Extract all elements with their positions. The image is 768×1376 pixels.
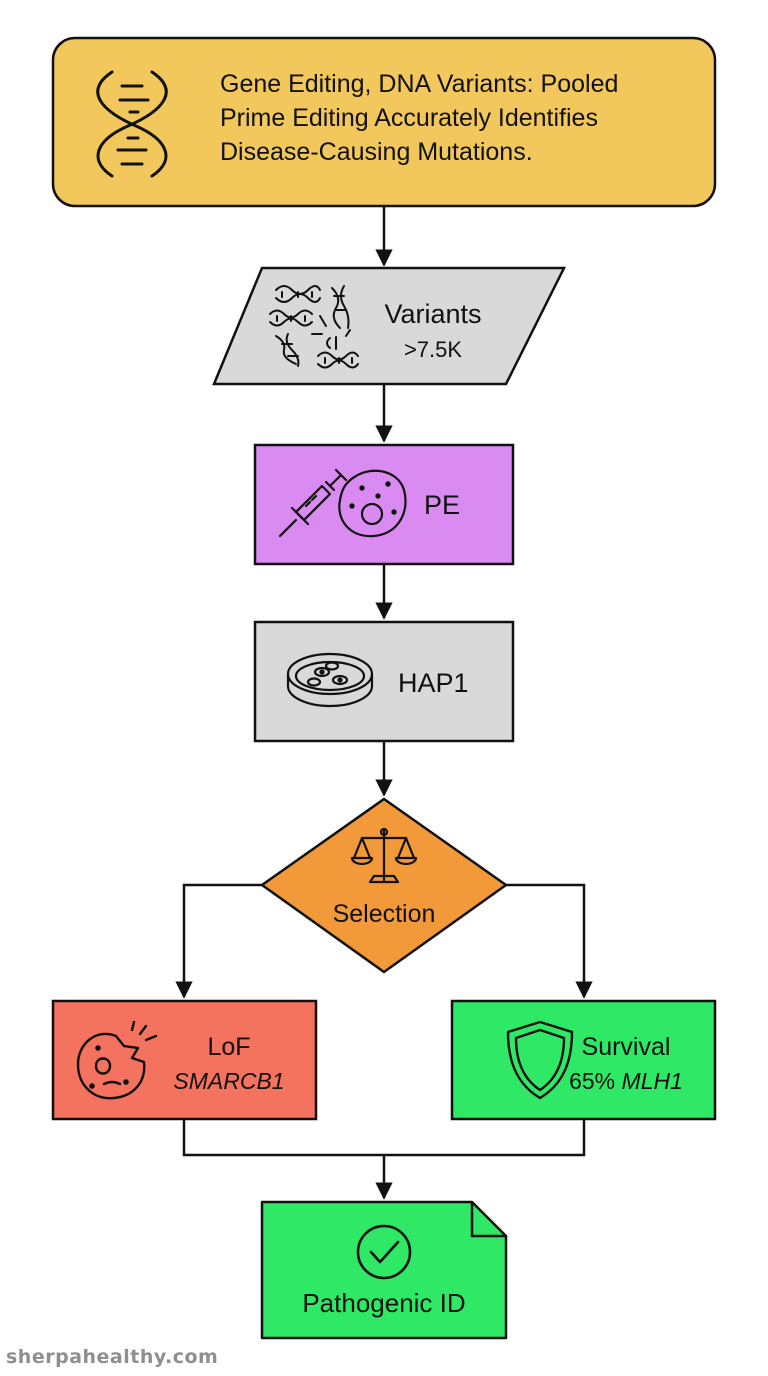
broken-cell-icon bbox=[76, 1020, 158, 1100]
title-node: Gene Editing, DNA Variants: Pooled Prime… bbox=[51, 36, 717, 208]
pe-label: PE bbox=[424, 490, 460, 520]
dna-fragments-icon bbox=[269, 285, 359, 369]
variants-node: Variants >7.5K bbox=[212, 266, 567, 386]
balance-scale-icon bbox=[350, 827, 418, 884]
variants-count: >7.5K bbox=[404, 337, 462, 362]
connectors bbox=[175, 206, 593, 1200]
survival-label: Survival bbox=[582, 1033, 671, 1061]
cell-icon bbox=[338, 469, 407, 538]
survival-percent: 65% bbox=[569, 1068, 615, 1094]
lof-box bbox=[51, 999, 318, 1121]
hap1-box bbox=[253, 620, 515, 743]
merge-line-lof bbox=[182, 1119, 586, 1157]
pathogenic-node: Pathogenic ID bbox=[260, 1200, 508, 1340]
syringe-icon bbox=[278, 468, 348, 538]
shield-icon bbox=[506, 1020, 574, 1100]
survival-node: Survival 65% MLH1 bbox=[450, 999, 717, 1121]
selection-box bbox=[259, 797, 509, 974]
survival-box bbox=[450, 999, 717, 1121]
hap1-label: HAP1 bbox=[398, 668, 469, 698]
lof-gene: SMARCB1 bbox=[173, 1068, 284, 1094]
survival-detail: 65% MLH1 bbox=[569, 1068, 683, 1094]
title-line-1: Gene Editing, DNA Variants: Pooled bbox=[220, 70, 618, 98]
title-line-2: Prime Editing Accurately Identifies bbox=[220, 104, 598, 132]
pe-node: PE bbox=[253, 443, 515, 566]
watermark: sherpahealthy.com bbox=[6, 1346, 219, 1368]
title-box bbox=[51, 36, 717, 208]
selection-node: Selection bbox=[259, 797, 509, 974]
variants-box bbox=[212, 266, 567, 386]
hap1-node: HAP1 bbox=[253, 620, 515, 743]
page-fold bbox=[470, 1202, 506, 1238]
title-line-3: Disease-Causing Mutations. bbox=[220, 138, 533, 166]
pathogenic-box bbox=[260, 1200, 508, 1340]
lof-node: LoF SMARCB1 bbox=[51, 999, 318, 1121]
arrow-selection-to-survival bbox=[506, 883, 593, 999]
petri-dish-icon bbox=[286, 652, 374, 708]
selection-label: Selection bbox=[333, 900, 436, 928]
dna-helix-icon bbox=[96, 70, 168, 178]
pathogenic-label: Pathogenic ID bbox=[302, 1288, 465, 1318]
lof-label: LoF bbox=[207, 1033, 250, 1061]
check-circle-icon bbox=[356, 1224, 412, 1280]
pe-box bbox=[253, 443, 515, 566]
survival-gene: MLH1 bbox=[622, 1068, 683, 1094]
arrow-selection-to-lof bbox=[175, 883, 262, 999]
variants-label: Variants bbox=[384, 299, 481, 329]
